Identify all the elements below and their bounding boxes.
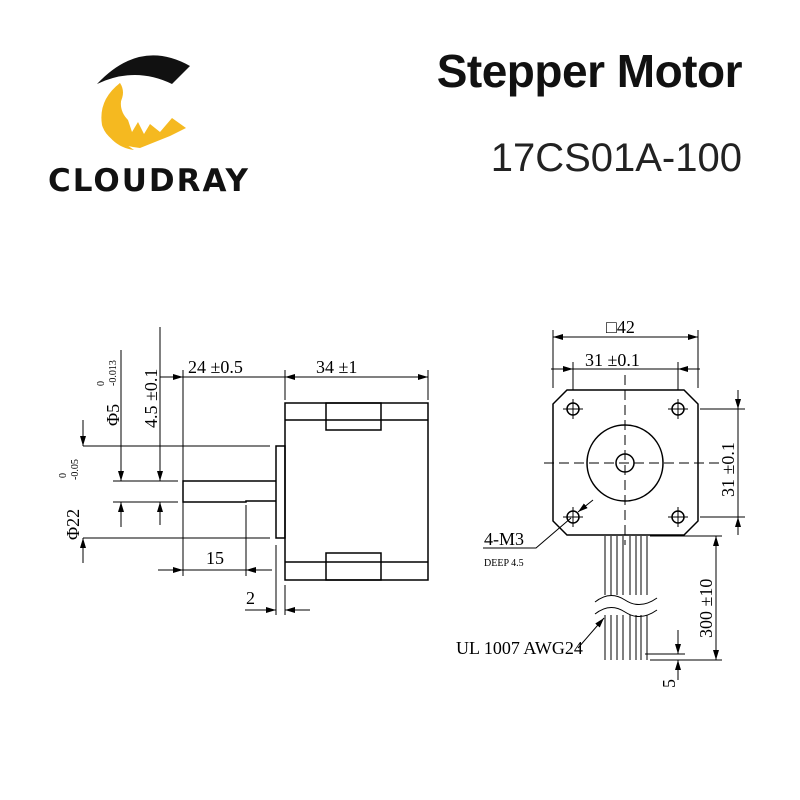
boss-tol-lower: -0.05: [70, 459, 81, 480]
cloudray-logo: [97, 55, 190, 150]
front-view: □42 31 ±0.1 31 ±0.1 4-M3 DEEP 4.5 300 ±1…: [456, 317, 745, 688]
shaft-diameter-dim: Φ5: [103, 404, 123, 426]
flat-depth-dim: 4.5 ±0.1: [141, 369, 161, 428]
boss-tol-upper: 0: [58, 473, 69, 478]
model-number: 17CS01A-100: [490, 136, 742, 180]
shaft-tol-lower: -0.013: [108, 360, 119, 386]
boss-height-dim: 2: [246, 588, 255, 608]
page-title: Stepper Motor: [436, 45, 743, 97]
wire-spec-label: UL 1007 AWG24: [456, 638, 583, 658]
boss-diameter-dim: Φ22: [63, 509, 83, 540]
shaft-length-dim: 24 ±0.5: [188, 357, 243, 377]
side-view: 24 ±0.5 34 ±1 Φ22 0 -0.05 Φ5 0 -0.013 4.…: [58, 327, 429, 615]
hole-depth-label: DEEP 4.5: [484, 558, 524, 569]
strip-length-dim: 5: [659, 679, 679, 688]
frame-size-dim: □42: [606, 317, 635, 337]
shaft-tol-upper: 0: [96, 381, 107, 386]
lead-wires: [594, 536, 658, 660]
flat-length-dim: 15: [206, 548, 224, 568]
brand-name: CLOUDRAY: [48, 163, 250, 199]
hole-spacing-h-dim: 31 ±0.1: [585, 350, 640, 370]
mounting-holes: [563, 399, 688, 527]
body-length-dim: 34 ±1: [316, 357, 357, 377]
lead-length-dim: 300 ±10: [696, 579, 716, 638]
hole-spacing-v-dim: 31 ±0.1: [718, 442, 738, 497]
holes-label: 4-M3: [484, 529, 524, 549]
